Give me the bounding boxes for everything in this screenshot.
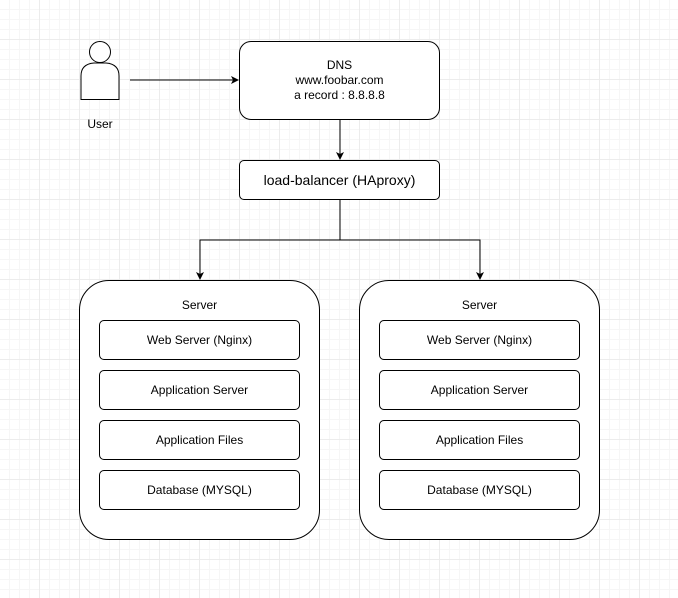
application-server-box[interactable]: Application Server bbox=[99, 370, 300, 410]
application-files-label: Application Files bbox=[435, 433, 524, 447]
dns-title: DNS bbox=[326, 58, 353, 72]
dns-box[interactable]: DNS www.foobar.com a record : 8.8.8.8 bbox=[239, 41, 440, 120]
database-box[interactable]: Database (MYSQL) bbox=[379, 470, 580, 510]
server-title: Server bbox=[181, 298, 218, 312]
dns-record: a record : 8.8.8.8 bbox=[294, 88, 385, 102]
application-server-label: Application Server bbox=[430, 383, 529, 397]
database-label: Database (MYSQL) bbox=[147, 483, 252, 497]
dns-domain: www.foobar.com bbox=[295, 73, 384, 87]
server-box-2[interactable]: Server Web Server (Nginx) Application Se… bbox=[359, 280, 600, 540]
application-files-box[interactable]: Application Files bbox=[99, 420, 300, 460]
web-server-box[interactable]: Web Server (Nginx) bbox=[99, 320, 300, 360]
web-server-label: Web Server (Nginx) bbox=[426, 333, 533, 347]
database-label: Database (MYSQL) bbox=[427, 483, 532, 497]
server-box-1[interactable]: Server Web Server (Nginx) Application Se… bbox=[79, 280, 320, 540]
application-files-box[interactable]: Application Files bbox=[379, 420, 580, 460]
application-server-box[interactable]: Application Server bbox=[379, 370, 580, 410]
web-server-box[interactable]: Web Server (Nginx) bbox=[379, 320, 580, 360]
user-person-icon bbox=[80, 40, 120, 100]
database-box[interactable]: Database (MYSQL) bbox=[99, 470, 300, 510]
user-label: User bbox=[87, 117, 113, 131]
application-files-label: Application Files bbox=[155, 433, 244, 447]
web-server-label: Web Server (Nginx) bbox=[146, 333, 253, 347]
arrow-lb-to-server-a bbox=[196, 200, 341, 280]
load-balancer-label: load-balancer (HAproxy) bbox=[263, 172, 416, 188]
arrow-lb-to-server-b bbox=[340, 239, 484, 280]
server-title: Server bbox=[461, 298, 498, 312]
load-balancer-box[interactable]: load-balancer (HAproxy) bbox=[239, 160, 440, 200]
application-server-label: Application Server bbox=[150, 383, 249, 397]
